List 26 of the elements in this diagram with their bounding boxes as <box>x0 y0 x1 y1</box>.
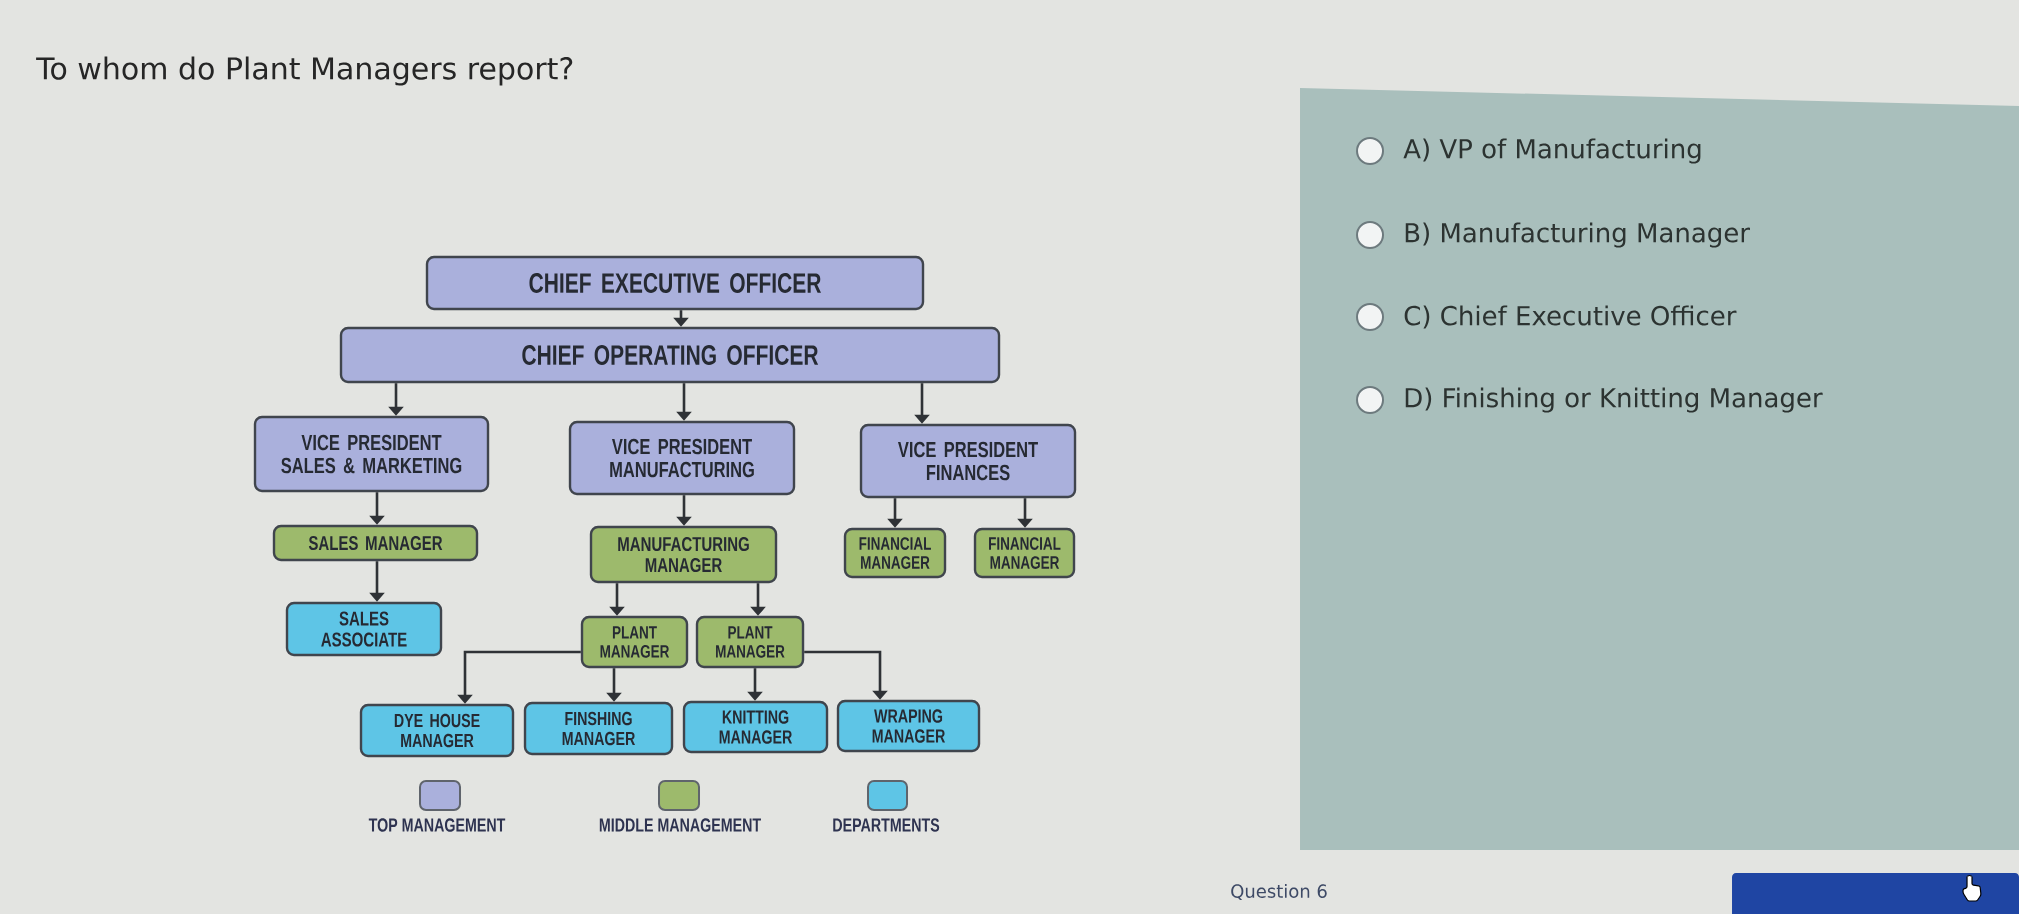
legend-label: TOP MANAGEMENT <box>368 818 506 832</box>
question-text: To whom do Plant Managers report? <box>36 56 573 86</box>
position-box: KNITTING MANAGER <box>682 700 829 754</box>
position-box: PLANT MANAGER <box>580 615 689 669</box>
position-box: SALES ASSOCIATE <box>285 601 443 657</box>
question-number: Question 6 <box>1231 884 1327 900</box>
answer-option: D) Finishing or Knitting Manager <box>1405 387 1823 413</box>
answer-option: A) VP of Manufacturing <box>1403 138 1701 164</box>
position-box: FINSHING MANAGER <box>523 701 674 756</box>
position-box: VICE PRESIDENT FINANCES <box>859 423 1077 499</box>
legend-label: MIDDLE MANAGEMENT <box>599 818 761 832</box>
legend-label: DEPARTMENTS <box>833 818 940 832</box>
position-box: DYE HOUSE MANAGER <box>359 703 515 758</box>
answer-option: C) Chief Executive Officer <box>1404 305 1737 329</box>
arrow <box>804 650 888 700</box>
position-box: CHIEF EXECUTIVE OFFICER <box>425 255 925 311</box>
position-box: FINANCIAL MANAGER <box>843 527 947 579</box>
position-box: WRAPING MANAGER <box>836 699 981 753</box>
position-box: FINANCIAL MANAGER <box>973 527 1076 579</box>
answer-option: B) Manufacturing Manager <box>1405 222 1750 248</box>
position-box: MANUFACTURING MANAGER <box>589 525 778 584</box>
position-box: SALES MANAGER <box>272 524 479 562</box>
position-box: VICE PRESIDENT MANUFACTURING <box>568 420 796 496</box>
position-box: VICE PRESIDENT SALES & MARKETING <box>253 415 490 493</box>
position-box: PLANT MANAGER <box>695 615 805 669</box>
position-box: CHIEF OPERATING OFFICER <box>339 326 1001 384</box>
